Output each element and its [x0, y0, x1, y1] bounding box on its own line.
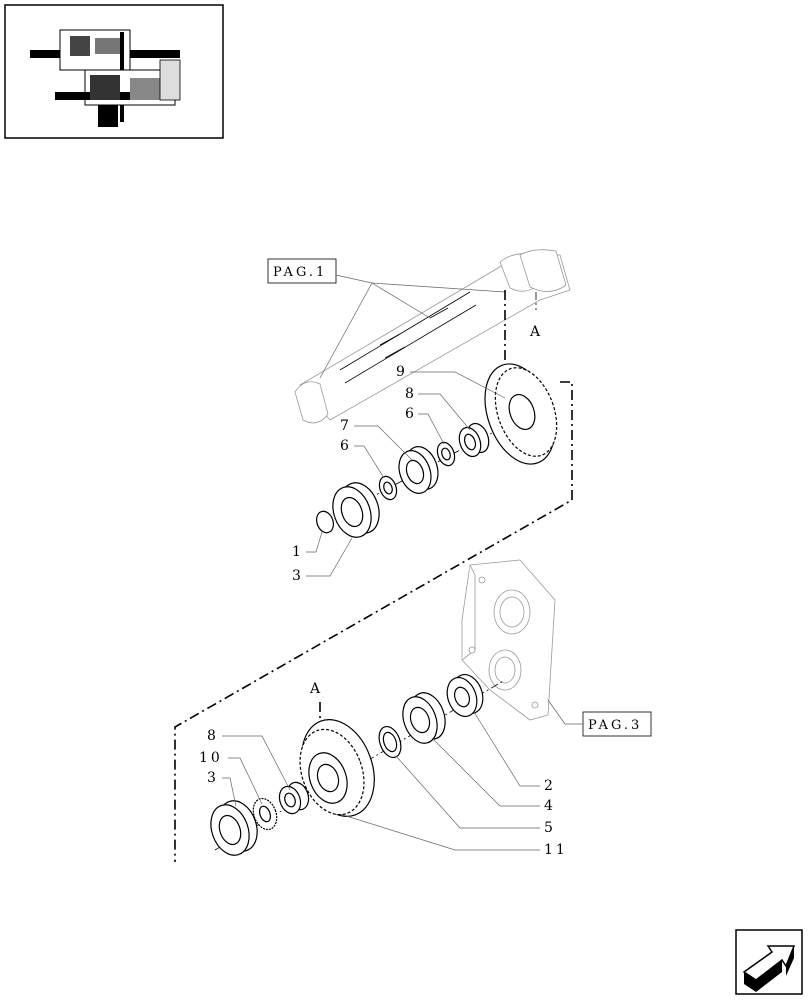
gear-11 [299, 718, 375, 818]
washer-6a [436, 441, 456, 467]
callout-11-lower: 11 [544, 842, 568, 858]
callout-7-upper: 7 [340, 418, 352, 434]
page-1-reference[interactable]: PAG.1 [267, 258, 337, 284]
connector-a-bottom-label: A [309, 681, 323, 697]
page-1-leaders [319, 274, 506, 379]
coupling-3 [332, 482, 380, 538]
bearing-4 [402, 692, 446, 744]
connector-a-top: A [504, 290, 543, 372]
page-3-reference-label: PAG.3 [588, 718, 642, 733]
callout-4-lower: 4 [544, 798, 556, 814]
lower-parts [210, 674, 506, 856]
callout-3-upper: 3 [292, 568, 304, 584]
callout-10-lower: 10 [199, 750, 223, 766]
connector-line [174, 381, 573, 862]
bushing-8 [458, 422, 490, 458]
callout-2-lower: 2 [544, 778, 556, 794]
washer-6b [378, 475, 398, 501]
gear-9 [484, 363, 558, 465]
nut-1 [315, 510, 335, 534]
bearing-7 [398, 446, 439, 494]
callout-6-upper-a: 6 [405, 406, 417, 422]
lower-callouts: 8 10 3 2 4 5 11 [199, 711, 568, 858]
transmission-assembly-thumbnail-icon [30, 29, 181, 127]
callout-3-lower: 3 [207, 770, 219, 786]
callout-1-upper: 1 [292, 544, 304, 560]
callout-6-upper-b: 6 [340, 438, 352, 454]
callout-8-lower: 8 [207, 728, 219, 744]
gearbox-housing [461, 559, 556, 721]
upper-parts [315, 363, 558, 538]
bushing-8-lower [278, 781, 310, 815]
page-1-reference-label: PAG.1 [273, 265, 327, 280]
bearing-2 [446, 674, 484, 717]
upper-callouts: 9 8 6 7 6 1 3 [292, 364, 506, 584]
connector-a-top-label: A [529, 324, 543, 340]
ring-5 [378, 725, 402, 759]
next-page-arrow-icon[interactable] [735, 929, 803, 995]
callout-5-lower: 5 [544, 820, 556, 836]
coupling-3-lower [210, 800, 258, 856]
callout-8-upper: 8 [405, 386, 417, 402]
page-3-leader [547, 699, 583, 725]
page-3-reference[interactable]: PAG.3 [582, 711, 652, 737]
main-shaft [294, 249, 571, 424]
callout-9-upper: 9 [396, 364, 408, 380]
